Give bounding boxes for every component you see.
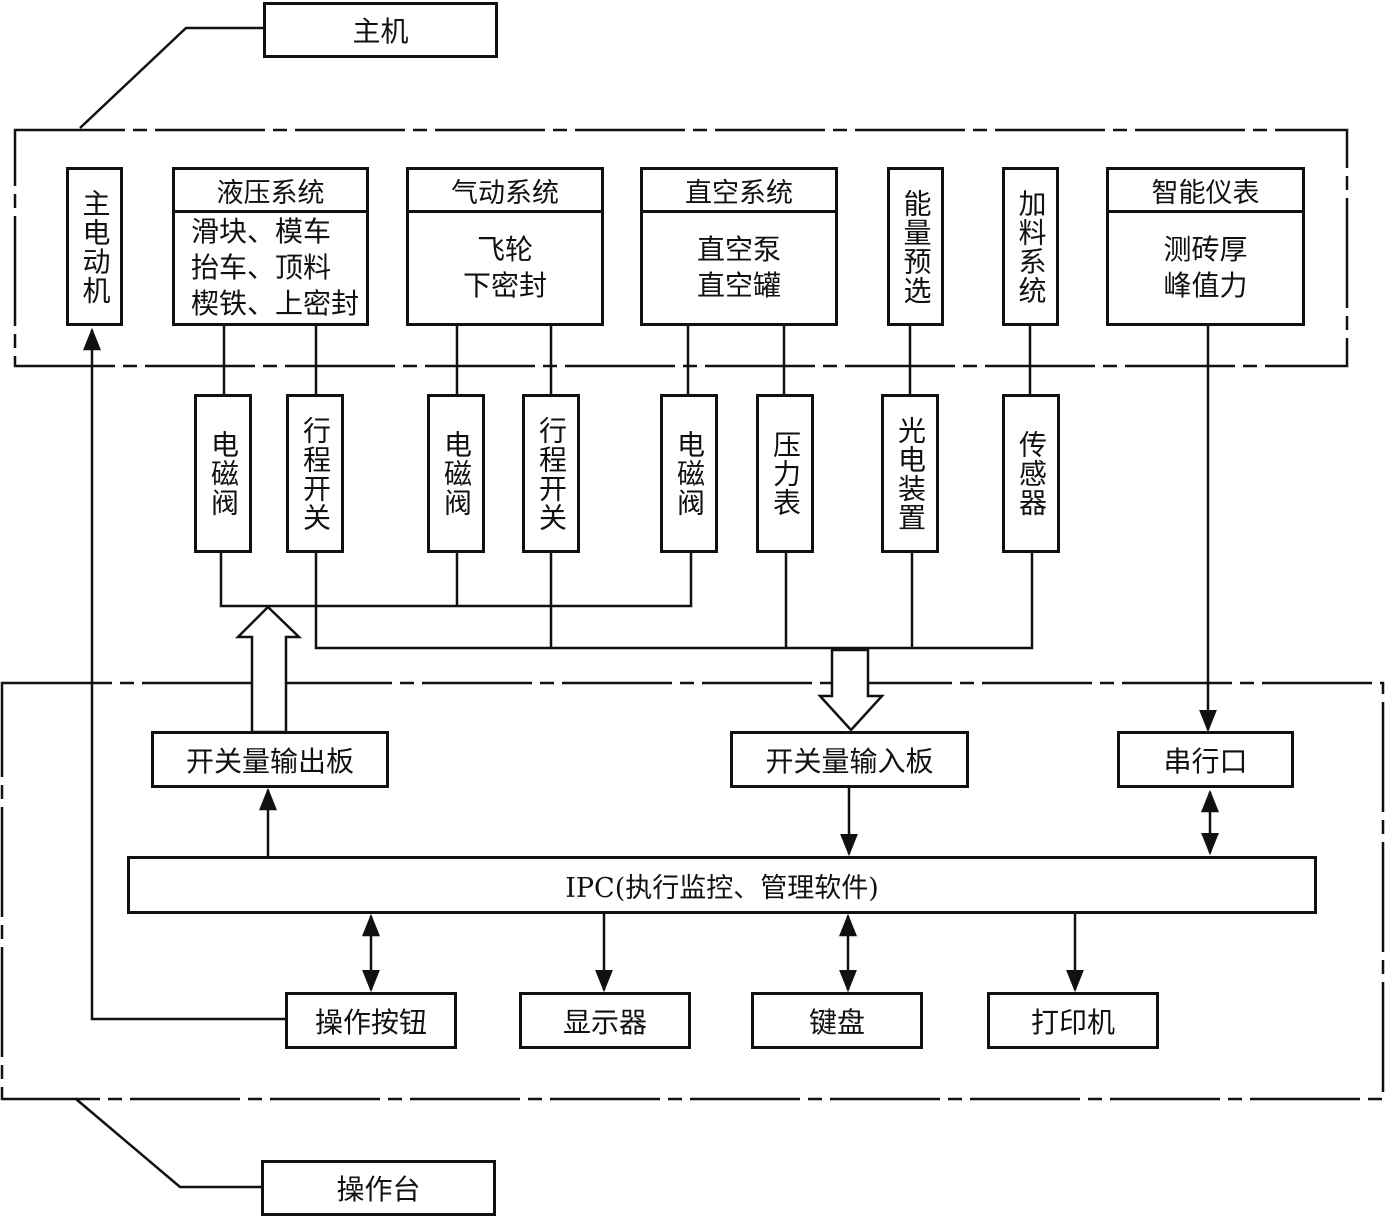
photoelectric-device-label: 光电装置 <box>894 415 927 532</box>
pressure-gauge-label: 压力表 <box>769 430 802 517</box>
vacuum-item: 直空泵 <box>696 233 781 266</box>
main-motor-label: 主电动机 <box>78 188 112 305</box>
smart-meter-items: 测砖厚 峰值力 <box>1109 213 1302 323</box>
smart-meter-item: 峰值力 <box>1163 269 1248 302</box>
vacuum-system-title: 直空系统 <box>643 170 835 213</box>
operation-buttons: 操作按钮 <box>285 992 457 1049</box>
pneumatic-system-items: 飞轮 下密封 <box>409 213 601 323</box>
input-hollow-arrow <box>817 648 885 732</box>
solenoid-valve-3-label: 电磁阀 <box>673 430 706 517</box>
host-label: 主机 <box>263 2 498 58</box>
sensor-label: 传感器 <box>1015 430 1048 517</box>
printer-unit: 打印机 <box>987 992 1159 1049</box>
link-buttons-motor <box>83 327 286 1021</box>
switch-output-board: 开关量输出板 <box>151 731 389 788</box>
travel-switch-1: 行程开关 <box>286 394 344 553</box>
solenoid-valve-1: 电磁阀 <box>194 394 252 553</box>
switch-input-board: 开关量输入板 <box>730 731 969 788</box>
solenoid-valve-2-label: 电磁阀 <box>440 430 473 517</box>
console-leader-line <box>75 1098 262 1189</box>
pneumatic-system-title: 气动系统 <box>409 170 601 213</box>
console-frame <box>0 681 1385 1101</box>
hydraulic-system-title: 液压系统 <box>175 170 366 213</box>
hydraulic-item: 楔铁、上密封 <box>191 287 360 320</box>
hydraulic-item: 抬车、顶料 <box>191 251 332 284</box>
energy-preselect-label: 能量预选 <box>899 188 933 305</box>
console-label: 操作台 <box>261 1160 496 1216</box>
energy-preselect-box: 能量预选 <box>887 167 944 326</box>
vacuum-system-items: 直空泵 直空罐 <box>643 213 835 323</box>
vacuum-item: 直空罐 <box>696 269 781 302</box>
hydraulic-system-items: 滑块、模车 抬车、顶料 楔铁、上密封 <box>175 213 366 323</box>
smart-meter-box: 智能仪表 测砖厚 峰值力 <box>1106 167 1305 326</box>
feeding-system-label: 加料系统 <box>1014 188 1048 305</box>
hydraulic-item: 滑块、模车 <box>191 215 332 248</box>
host-leader-line <box>79 26 264 129</box>
vacuum-system-box: 直空系统 直空泵 直空罐 <box>640 167 838 326</box>
feeding-system-box: 加料系统 <box>1002 167 1059 326</box>
photoelectric-device: 光电装置 <box>881 394 939 553</box>
pneumatic-item: 下密封 <box>462 269 547 302</box>
keyboard-unit: 键盘 <box>751 992 923 1049</box>
pneumatic-system-box: 气动系统 飞轮 下密封 <box>406 167 604 326</box>
smart-meter-title: 智能仪表 <box>1109 170 1302 213</box>
host-frame <box>13 128 1349 368</box>
display-unit: 显示器 <box>519 992 691 1049</box>
ipc-bar: IPC(执行监控、管理软件) <box>127 856 1317 914</box>
pneumatic-item: 飞轮 <box>476 233 533 266</box>
solenoid-valve-1-label: 电磁阀 <box>207 430 240 517</box>
input-bus <box>314 552 1034 650</box>
sensor: 传感器 <box>1002 394 1060 553</box>
hydraulic-system-box: 液压系统 滑块、模车 抬车、顶料 楔铁、上密封 <box>172 167 369 326</box>
travel-switch-1-label: 行程开关 <box>299 415 332 532</box>
solenoid-valve-3: 电磁阀 <box>660 394 718 553</box>
travel-switch-2-label: 行程开关 <box>535 415 568 532</box>
serial-port: 串行口 <box>1117 731 1294 788</box>
pressure-gauge: 压力表 <box>756 394 814 553</box>
travel-switch-2: 行程开关 <box>522 394 580 553</box>
main-motor-box: 主电动机 <box>66 167 123 326</box>
solenoid-valve-2: 电磁阀 <box>427 394 485 553</box>
smart-meter-item: 测砖厚 <box>1163 233 1248 266</box>
output-hollow-arrow <box>234 605 303 734</box>
